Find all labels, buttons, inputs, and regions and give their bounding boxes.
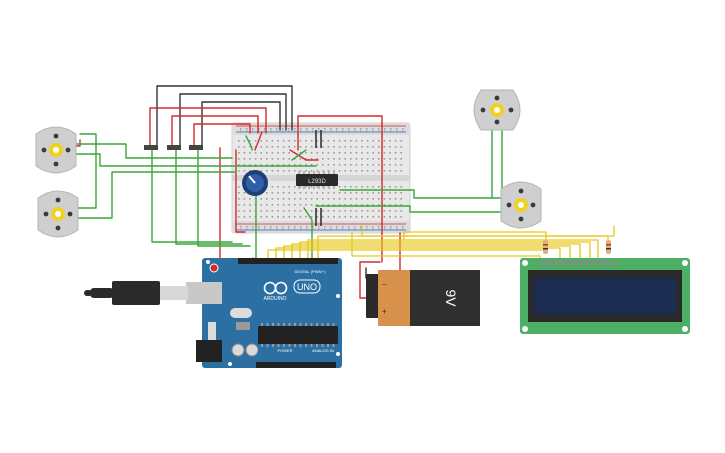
wire-yellow-7 — [317, 235, 609, 259]
wire-yellow-2 — [275, 247, 561, 263]
wire-green-4 — [75, 171, 237, 219]
battery-minus: − — [382, 280, 387, 289]
potentiometer[interactable] — [242, 170, 268, 196]
wire-green-10 — [315, 205, 501, 213]
digital-label: DIGITAL (PWM~) — [295, 269, 327, 274]
wire-red-1 — [149, 107, 267, 149]
wire-green-1 — [75, 143, 233, 159]
wire-red-5 — [235, 149, 246, 233]
wire-yellow-10 — [403, 231, 547, 241]
dc-motor-left-bottom[interactable] — [37, 190, 79, 238]
wire-yellow-4 — [291, 243, 581, 263]
capacitors — [315, 130, 322, 226]
battery-label: 9V — [443, 289, 459, 307]
arduino-uno[interactable]: ARDUINO UNO DIGITAL (PWM~) POWER ANALOG … — [196, 258, 342, 368]
wire-green-15 — [291, 149, 307, 161]
wire-green-6 — [175, 149, 243, 245]
analog-label: ANALOG IN — [312, 348, 334, 353]
wire-green-7 — [197, 149, 251, 247]
wire-red-8 — [254, 131, 263, 151]
dc-motor-right-bottom[interactable] — [500, 181, 542, 229]
wire-yellow-8 — [361, 225, 615, 237]
wire-black-2 — [179, 93, 287, 149]
battery-9v[interactable]: − + 9V — [366, 270, 480, 326]
power-label: POWER — [277, 348, 292, 353]
resistors — [543, 240, 611, 254]
connector-headers — [144, 145, 203, 150]
usb-cable[interactable] — [84, 281, 222, 305]
wire-green-11 — [339, 189, 501, 199]
wire-black-1 — [156, 85, 293, 149]
wire-red-4 — [297, 115, 383, 263]
wires — [74, 85, 615, 361]
wire-green-2 — [75, 153, 317, 167]
wire-yellow-5 — [299, 241, 591, 263]
battery-plus: + — [382, 307, 387, 316]
wire-red-2 — [171, 115, 259, 149]
wire-yellow-6 — [307, 239, 599, 263]
dc-motor-left-top[interactable] — [35, 126, 77, 174]
wire-red-7 — [289, 149, 319, 161]
wire-green-5 — [151, 149, 233, 243]
arduino-logo-text: ARDUINO — [263, 296, 286, 302]
dc-motor-right-top[interactable] — [473, 89, 521, 131]
lcd-display[interactable] — [520, 258, 690, 334]
arduino-uno-text: UNO — [297, 282, 317, 292]
wire-green-14 — [245, 135, 253, 151]
wire-yellow-3 — [283, 245, 571, 263]
wire-green-3 — [75, 133, 97, 209]
wire-red-3 — [193, 123, 251, 149]
wire-black-3 — [201, 101, 281, 149]
l293d-chip[interactable]: L293D — [296, 171, 338, 189]
chip-label: L293D — [308, 179, 326, 185]
wire-red-9 — [74, 139, 81, 147]
